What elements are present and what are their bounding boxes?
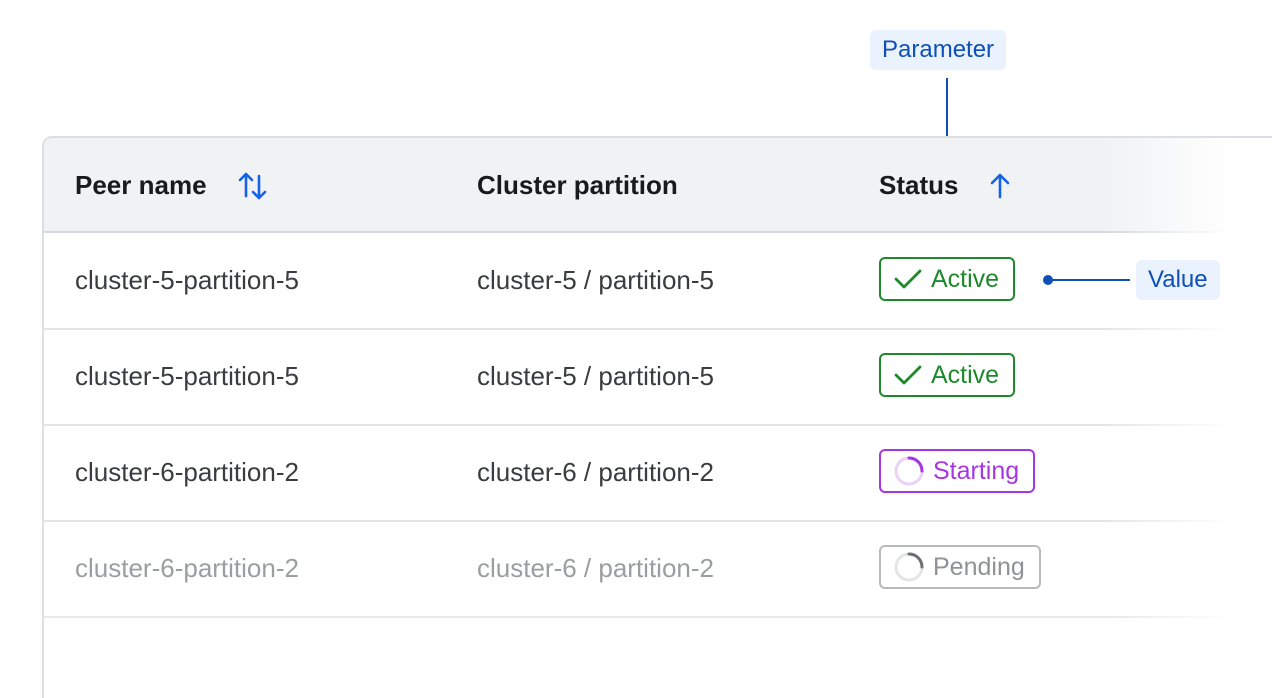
sort-up-icon[interactable] [986,169,1014,208]
cluster-partition-cell: cluster-6 / partition-2 [477,457,714,487]
table-row[interactable]: cluster-6-partition-2 cluster-6 / partit… [44,521,1272,618]
peer-name-cell: cluster-5-partition-5 [75,265,299,295]
cluster-partition-cell: cluster-5 / partition-5 [477,361,714,391]
cluster-partition-cell: cluster-5 / partition-5 [477,265,714,295]
status-badge: Active [879,353,1016,397]
value-leader-line [1048,279,1130,281]
peer-name-cell: cluster-6-partition-2 [75,553,299,583]
table-row[interactable]: cluster-6-partition-2 cluster-6 / partit… [44,425,1272,522]
column-header-peer-name[interactable]: Peer name [75,170,207,200]
value-leader-dot [1043,275,1053,285]
fade-overlay-bottom [44,608,1272,698]
table-row[interactable]: cluster-5-partition-5 cluster-5 / partit… [44,233,1272,330]
parameter-leader-line [946,78,948,158]
table-row[interactable]: cluster-5-partition-5 cluster-5 / partit… [44,329,1272,426]
spinner-icon [894,456,924,486]
cluster-partition-cell: cluster-6 / partition-2 [477,553,714,583]
status-badge: Pending [879,545,1041,589]
column-header-status[interactable]: Status [879,170,959,200]
status-label: Active [931,360,1000,389]
status-label: Pending [933,552,1025,581]
table-header: Peer name Cluster partition Status [44,138,1272,233]
column-header-cluster-partition[interactable]: Cluster partition [477,170,678,200]
fade-overlay-right [1104,138,1272,698]
peer-name-cell: cluster-5-partition-5 [75,361,299,391]
status-label: Active [931,264,1000,293]
value-callout: Value [1136,260,1220,300]
peer-name-cell: cluster-6-partition-2 [75,457,299,487]
spinner-icon [894,552,924,582]
sort-both-icon[interactable] [237,169,269,208]
check-icon [894,365,922,385]
status-badge: Starting [879,449,1036,493]
peers-table: Peer name Cluster partition Status clust… [42,136,1272,698]
parameter-callout: Parameter [870,30,1007,70]
check-icon [894,269,922,289]
status-label: Starting [933,456,1020,485]
status-badge: Active [879,257,1016,301]
